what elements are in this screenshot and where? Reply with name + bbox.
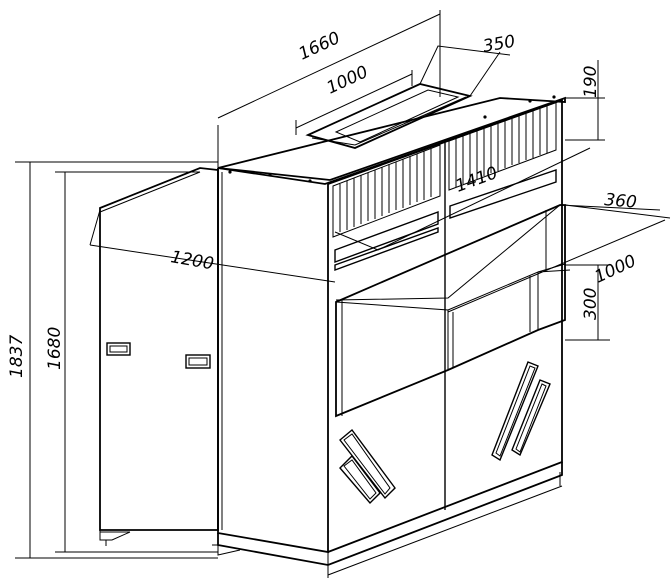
label-top-depth: 350: [481, 32, 516, 57]
dimension-labels: 1660 1000 350 190 1410 1200 360 1000 300…: [7, 28, 639, 378]
diagonal-vents-right: [491, 361, 551, 462]
label-front-duct-width: 1000: [592, 251, 640, 287]
label-top-height: 190: [581, 66, 601, 98]
louver-grille-left: [332, 144, 441, 238]
side-handle-right: [185, 354, 211, 369]
cabinet-left-panel: [217, 168, 329, 554]
side-unit-top-bevel: [99, 171, 201, 213]
front-slot-right-top: [449, 169, 557, 219]
dimension-lines: [15, 10, 671, 559]
main-cabinet: [217, 95, 566, 578]
label-top-duct-width: 1000: [324, 62, 372, 98]
label-body-height: 1680: [45, 327, 65, 370]
side-unit: [99, 167, 241, 556]
front-slot-left-mid: [334, 227, 439, 272]
side-foot-right: [212, 544, 241, 556]
label-total-height: 1837: [7, 335, 27, 378]
louver-grille-right: [448, 101, 557, 191]
label-top-length: 1660: [296, 28, 344, 64]
label-front-duct-depth: 360: [604, 190, 638, 213]
cabinet-base: [217, 462, 563, 566]
screw-points: [228, 95, 556, 183]
diagonal-vents-left: [339, 428, 396, 505]
label-front-duct-height: 300: [581, 288, 601, 320]
front-slot-left-top: [334, 210, 439, 264]
side-unit-outline: [99, 167, 219, 531]
label-side-depth: 1200: [169, 247, 215, 274]
side-foot-left: [99, 520, 131, 546]
cabinet-top: [217, 96, 566, 181]
side-handle-left: [106, 342, 131, 356]
